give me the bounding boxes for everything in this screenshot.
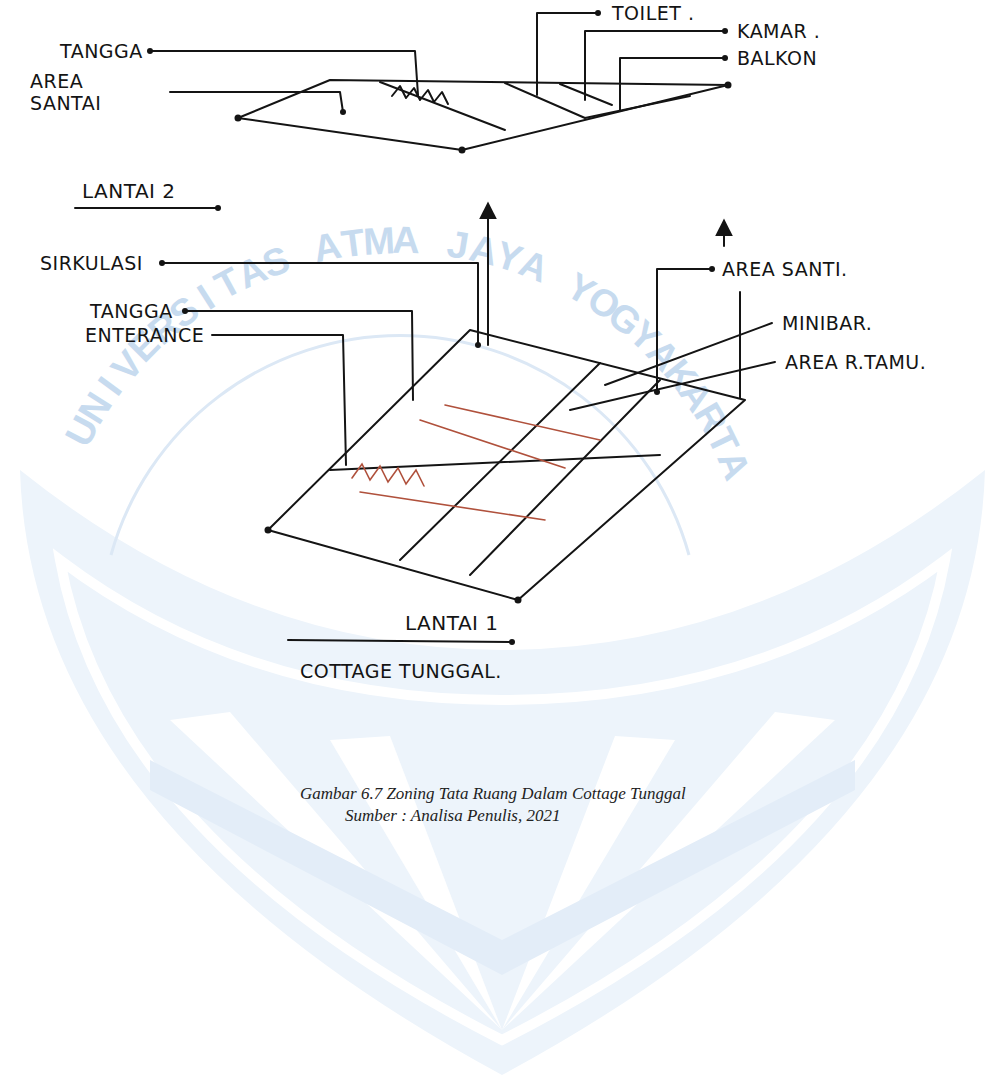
corner-dot xyxy=(459,147,466,154)
partition-line xyxy=(470,380,660,575)
source-note: Sumber : Analisa Penulis, 2021 xyxy=(345,806,560,826)
arrow-up xyxy=(723,222,725,246)
room-label: SIRKULASI xyxy=(40,252,143,274)
room-label: BALKON xyxy=(737,47,817,69)
floor-label: LANTAI 2 xyxy=(82,180,176,202)
floor-plane xyxy=(238,80,728,150)
leader-dot xyxy=(475,342,481,348)
leader-dot xyxy=(722,28,728,34)
logo-inner-line xyxy=(60,560,945,1040)
leader-line xyxy=(739,292,741,398)
room-label: ENTERANCE xyxy=(85,324,204,346)
watermark-letter: M xyxy=(362,221,396,261)
leader-dot xyxy=(340,109,346,115)
leader-line xyxy=(162,263,478,345)
room-label: AREA R.TAMU. xyxy=(785,351,926,373)
room-label: AREA SANTAI xyxy=(30,70,122,114)
room-label: TOILET . xyxy=(612,2,694,24)
leader-line xyxy=(657,269,712,392)
leader-dot xyxy=(215,205,221,211)
watermark-letter xyxy=(425,222,439,261)
leader-dot xyxy=(182,308,188,314)
stair-symbol xyxy=(352,464,424,486)
leader-line xyxy=(570,362,775,410)
floor-plane xyxy=(268,330,745,600)
leader-dot xyxy=(147,48,153,54)
corner-dot xyxy=(235,115,242,122)
underline xyxy=(288,640,512,642)
leader-line xyxy=(585,31,725,100)
logo-shield xyxy=(20,470,985,1075)
logo-ring xyxy=(111,335,689,555)
leader-line xyxy=(150,51,418,95)
partition-line xyxy=(505,83,690,118)
corner-dot xyxy=(515,597,522,604)
leader-line xyxy=(605,323,772,385)
stair-line xyxy=(445,405,600,440)
watermark-letter: A xyxy=(392,221,420,259)
arrow-up xyxy=(487,205,489,345)
floor-label: LANTAI 1 xyxy=(405,612,499,634)
corner-dot xyxy=(265,527,272,534)
stair-symbol xyxy=(392,86,448,104)
room-label: KAMAR . xyxy=(737,20,820,42)
partition-line xyxy=(380,82,505,130)
leader-dot xyxy=(709,266,715,272)
figure-caption: Gambar 6.7 Zoning Tata Ruang Dalam Cotta… xyxy=(300,784,686,804)
title-label: COTTAGE TUNGGAL. xyxy=(300,660,502,682)
leader-dot xyxy=(722,55,728,61)
stair-line xyxy=(360,492,545,520)
leader-line xyxy=(170,92,343,112)
room-label: TANGGA xyxy=(90,300,173,322)
underline xyxy=(75,207,218,209)
leader-dot xyxy=(159,260,165,266)
watermark-letter xyxy=(291,234,312,273)
leader-line xyxy=(185,311,413,400)
leader-dot xyxy=(654,389,660,395)
room-label: AREA SANTI. xyxy=(722,258,848,280)
leader-line xyxy=(620,58,725,110)
room-label: TANGGA xyxy=(60,40,143,62)
room-label: MINIBAR. xyxy=(782,312,872,334)
leader-line xyxy=(212,335,346,465)
leader-dot xyxy=(509,639,515,645)
leader-dot xyxy=(595,10,601,16)
corner-dot xyxy=(725,82,732,89)
leader-line xyxy=(537,13,598,95)
logo-chevron xyxy=(150,760,855,975)
